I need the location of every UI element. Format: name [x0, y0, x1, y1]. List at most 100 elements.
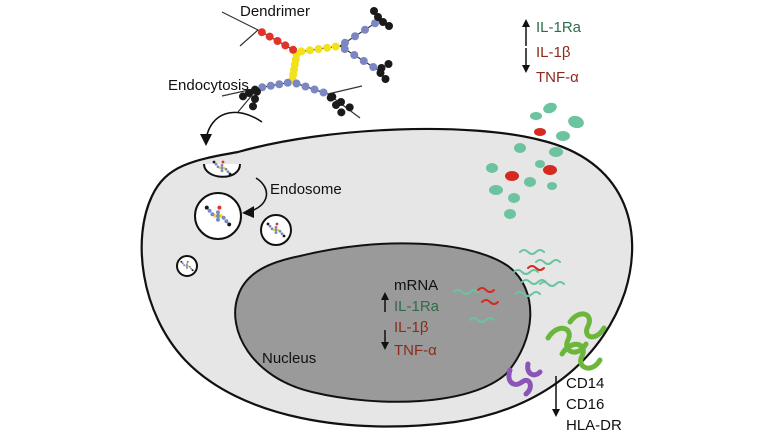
dendrimer-bead	[220, 169, 224, 173]
dendrimer-bead	[297, 47, 306, 56]
dendrimer-bead	[228, 172, 232, 176]
dendrimer-bead	[282, 234, 286, 238]
dendrimer-bead	[214, 162, 218, 166]
dendrimer-bead	[379, 18, 387, 26]
dendrimer-bead	[216, 165, 220, 169]
dendrimer-bead	[266, 81, 275, 90]
dendrimer-bead	[272, 228, 276, 232]
dendrimer-bead	[305, 46, 314, 55]
down-arrow	[522, 48, 530, 73]
dendrimer-bead	[186, 265, 188, 267]
dendrimer-bead	[275, 80, 284, 89]
dendrimer-bead	[384, 60, 393, 68]
nuclear-down-arrow	[381, 330, 389, 350]
endosome-arrow	[242, 177, 268, 218]
secreted-down-tnfa: TNF-α	[536, 69, 579, 86]
dendrimer-bead	[376, 69, 385, 77]
marker-cd16: CD16	[566, 396, 604, 413]
endosome-label: Endosome	[270, 181, 342, 198]
dendrimer-bead	[204, 205, 209, 210]
dendrimer-bead	[245, 89, 253, 97]
dendrimer-bead	[340, 45, 349, 53]
dendrimer-bead	[385, 22, 393, 30]
dendrimer-bead	[274, 225, 278, 229]
dendrimer-bead	[253, 87, 261, 96]
nuclear-down-tnfa: TNF-α	[394, 342, 437, 359]
dendrimer-bead	[220, 166, 224, 170]
mrna-label: mRNA	[394, 277, 438, 294]
dendrimer-bead	[190, 267, 193, 270]
internalized-dendrimers	[180, 160, 286, 272]
dendrimer-bead	[319, 88, 328, 97]
dendrimer-bead	[216, 214, 220, 218]
nucleus-envelope	[234, 242, 532, 403]
dendrimer-bead	[224, 219, 229, 224]
nuclear-down-il1b: IL-1β	[394, 319, 429, 336]
dendrimer-bead	[341, 38, 349, 47]
surface-receptors	[506, 311, 607, 397]
dendrimer-bead	[191, 269, 194, 272]
dendrimer-label: Dendrimer	[240, 3, 310, 20]
dendrimer-bead	[351, 32, 359, 41]
dendrimer-bead	[180, 260, 183, 263]
dendrimer-bead	[361, 25, 369, 34]
dendrimer-bead	[218, 214, 223, 218]
marker-down-arrow	[552, 376, 560, 417]
dendrimer-bead	[216, 217, 220, 222]
dendrimer-bead	[183, 264, 186, 267]
dendrimer-bead	[332, 101, 340, 109]
endocytosis-arrow	[200, 111, 263, 146]
dendrimer-bead	[224, 167, 228, 171]
dendrimer-bead	[212, 160, 216, 164]
nuclear-up-arrow	[381, 292, 389, 312]
dendrimer-bead	[276, 228, 280, 232]
dendrimer-bead	[249, 102, 257, 111]
dendrimer-bead	[274, 231, 278, 235]
dendrimer-bead	[278, 229, 282, 233]
dendrimer-bead	[369, 63, 378, 71]
dendrimer-bead	[274, 228, 278, 232]
dendrimer-bead	[227, 222, 232, 227]
dendrimer-bead	[266, 222, 270, 226]
dendrimer-bead	[381, 75, 390, 83]
nuclear-mrna-panel: mRNA IL-1Ra IL-1β TNF-α	[381, 277, 440, 359]
nucleus: Nucleus	[234, 242, 532, 403]
dendrimer-bead	[273, 37, 282, 45]
up-arrow	[522, 19, 530, 46]
dendrimer-bead	[251, 95, 259, 103]
dendrimer-bead	[283, 78, 292, 87]
dendrimer-bead	[216, 210, 220, 215]
dendrimer-bead	[331, 42, 340, 51]
dendrimer-bead	[314, 45, 323, 53]
cytoplasmic-mrna	[513, 249, 565, 297]
dendrimer-bead	[374, 13, 382, 21]
dendrimer-bead	[280, 232, 284, 236]
nuclear-mrna	[453, 287, 499, 323]
endocytosis-label: Endocytosis	[168, 77, 249, 94]
dendrimer-bead	[265, 32, 274, 41]
dendrimer-bead	[221, 160, 225, 164]
dendrimer-bead	[239, 92, 247, 101]
marker-hla-dr: HLA-DR	[566, 417, 622, 434]
dendrimer-bead	[268, 224, 272, 228]
marker-cd14: CD14	[566, 375, 604, 392]
dendrimer-bead	[370, 7, 378, 15]
dendrimer-bead	[257, 28, 266, 37]
surface-marker-panel: CD14 CD16 HLA-DR	[552, 375, 622, 434]
dendrimer-bead	[270, 227, 274, 231]
dendrimer-bead	[210, 212, 215, 217]
dendrimer-bead	[323, 43, 332, 52]
dendrimer-bead	[213, 214, 218, 218]
dendrimer-bead	[275, 222, 279, 226]
dendrimer-bead	[220, 163, 224, 167]
dendrimer-bead	[218, 166, 222, 170]
dendrimer-bead	[345, 103, 354, 112]
dendrimer-bead	[371, 19, 379, 28]
secreted-cytokines	[486, 102, 584, 219]
dendrimer-bead	[301, 82, 310, 91]
dendrimer-bead	[186, 260, 189, 263]
dendrimer-bead	[359, 57, 368, 65]
dendrimer-bead	[222, 166, 226, 170]
dendrimer-bead	[217, 205, 222, 210]
